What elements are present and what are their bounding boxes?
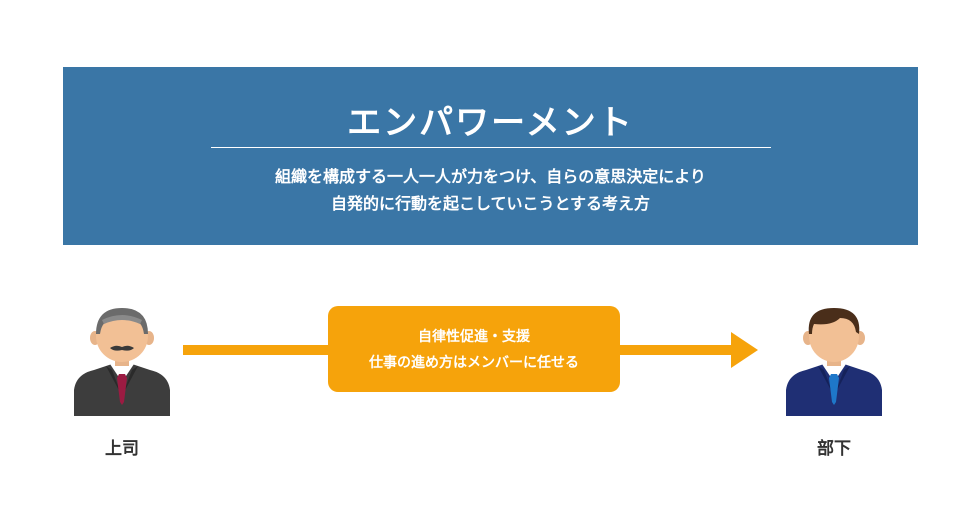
banner-desc-line-1: 組織を構成する一人一人が力をつけ、自らの意思決定により — [275, 167, 706, 186]
policy-line-2: 仕事の進め方はメンバーに任せる — [369, 355, 579, 371]
subordinate-label: 部下 — [817, 439, 851, 459]
banner-title: エンパワーメント — [347, 103, 634, 143]
boss-label: 上司 — [105, 439, 139, 459]
boss-person-icon — [74, 308, 170, 416]
policy-line-1: 自律性促進・支援 — [418, 329, 530, 345]
subordinate-person-icon — [786, 308, 882, 416]
banner-description: 組織を構成する一人一人が力をつけ、自らの意思決定により 自発的に行動を起こしてい… — [63, 163, 918, 217]
banner-divider — [211, 147, 771, 148]
banner-desc-line-2: 自発的に行動を起こしていこうとする考え方 — [330, 194, 651, 213]
concept-banner: エンパワーメント 組織を構成する一人一人が力をつけ、自らの意思決定により 自発的… — [63, 67, 918, 245]
policy-box: 自律性促進・支援 仕事の進め方はメンバーに任せる — [328, 306, 620, 392]
